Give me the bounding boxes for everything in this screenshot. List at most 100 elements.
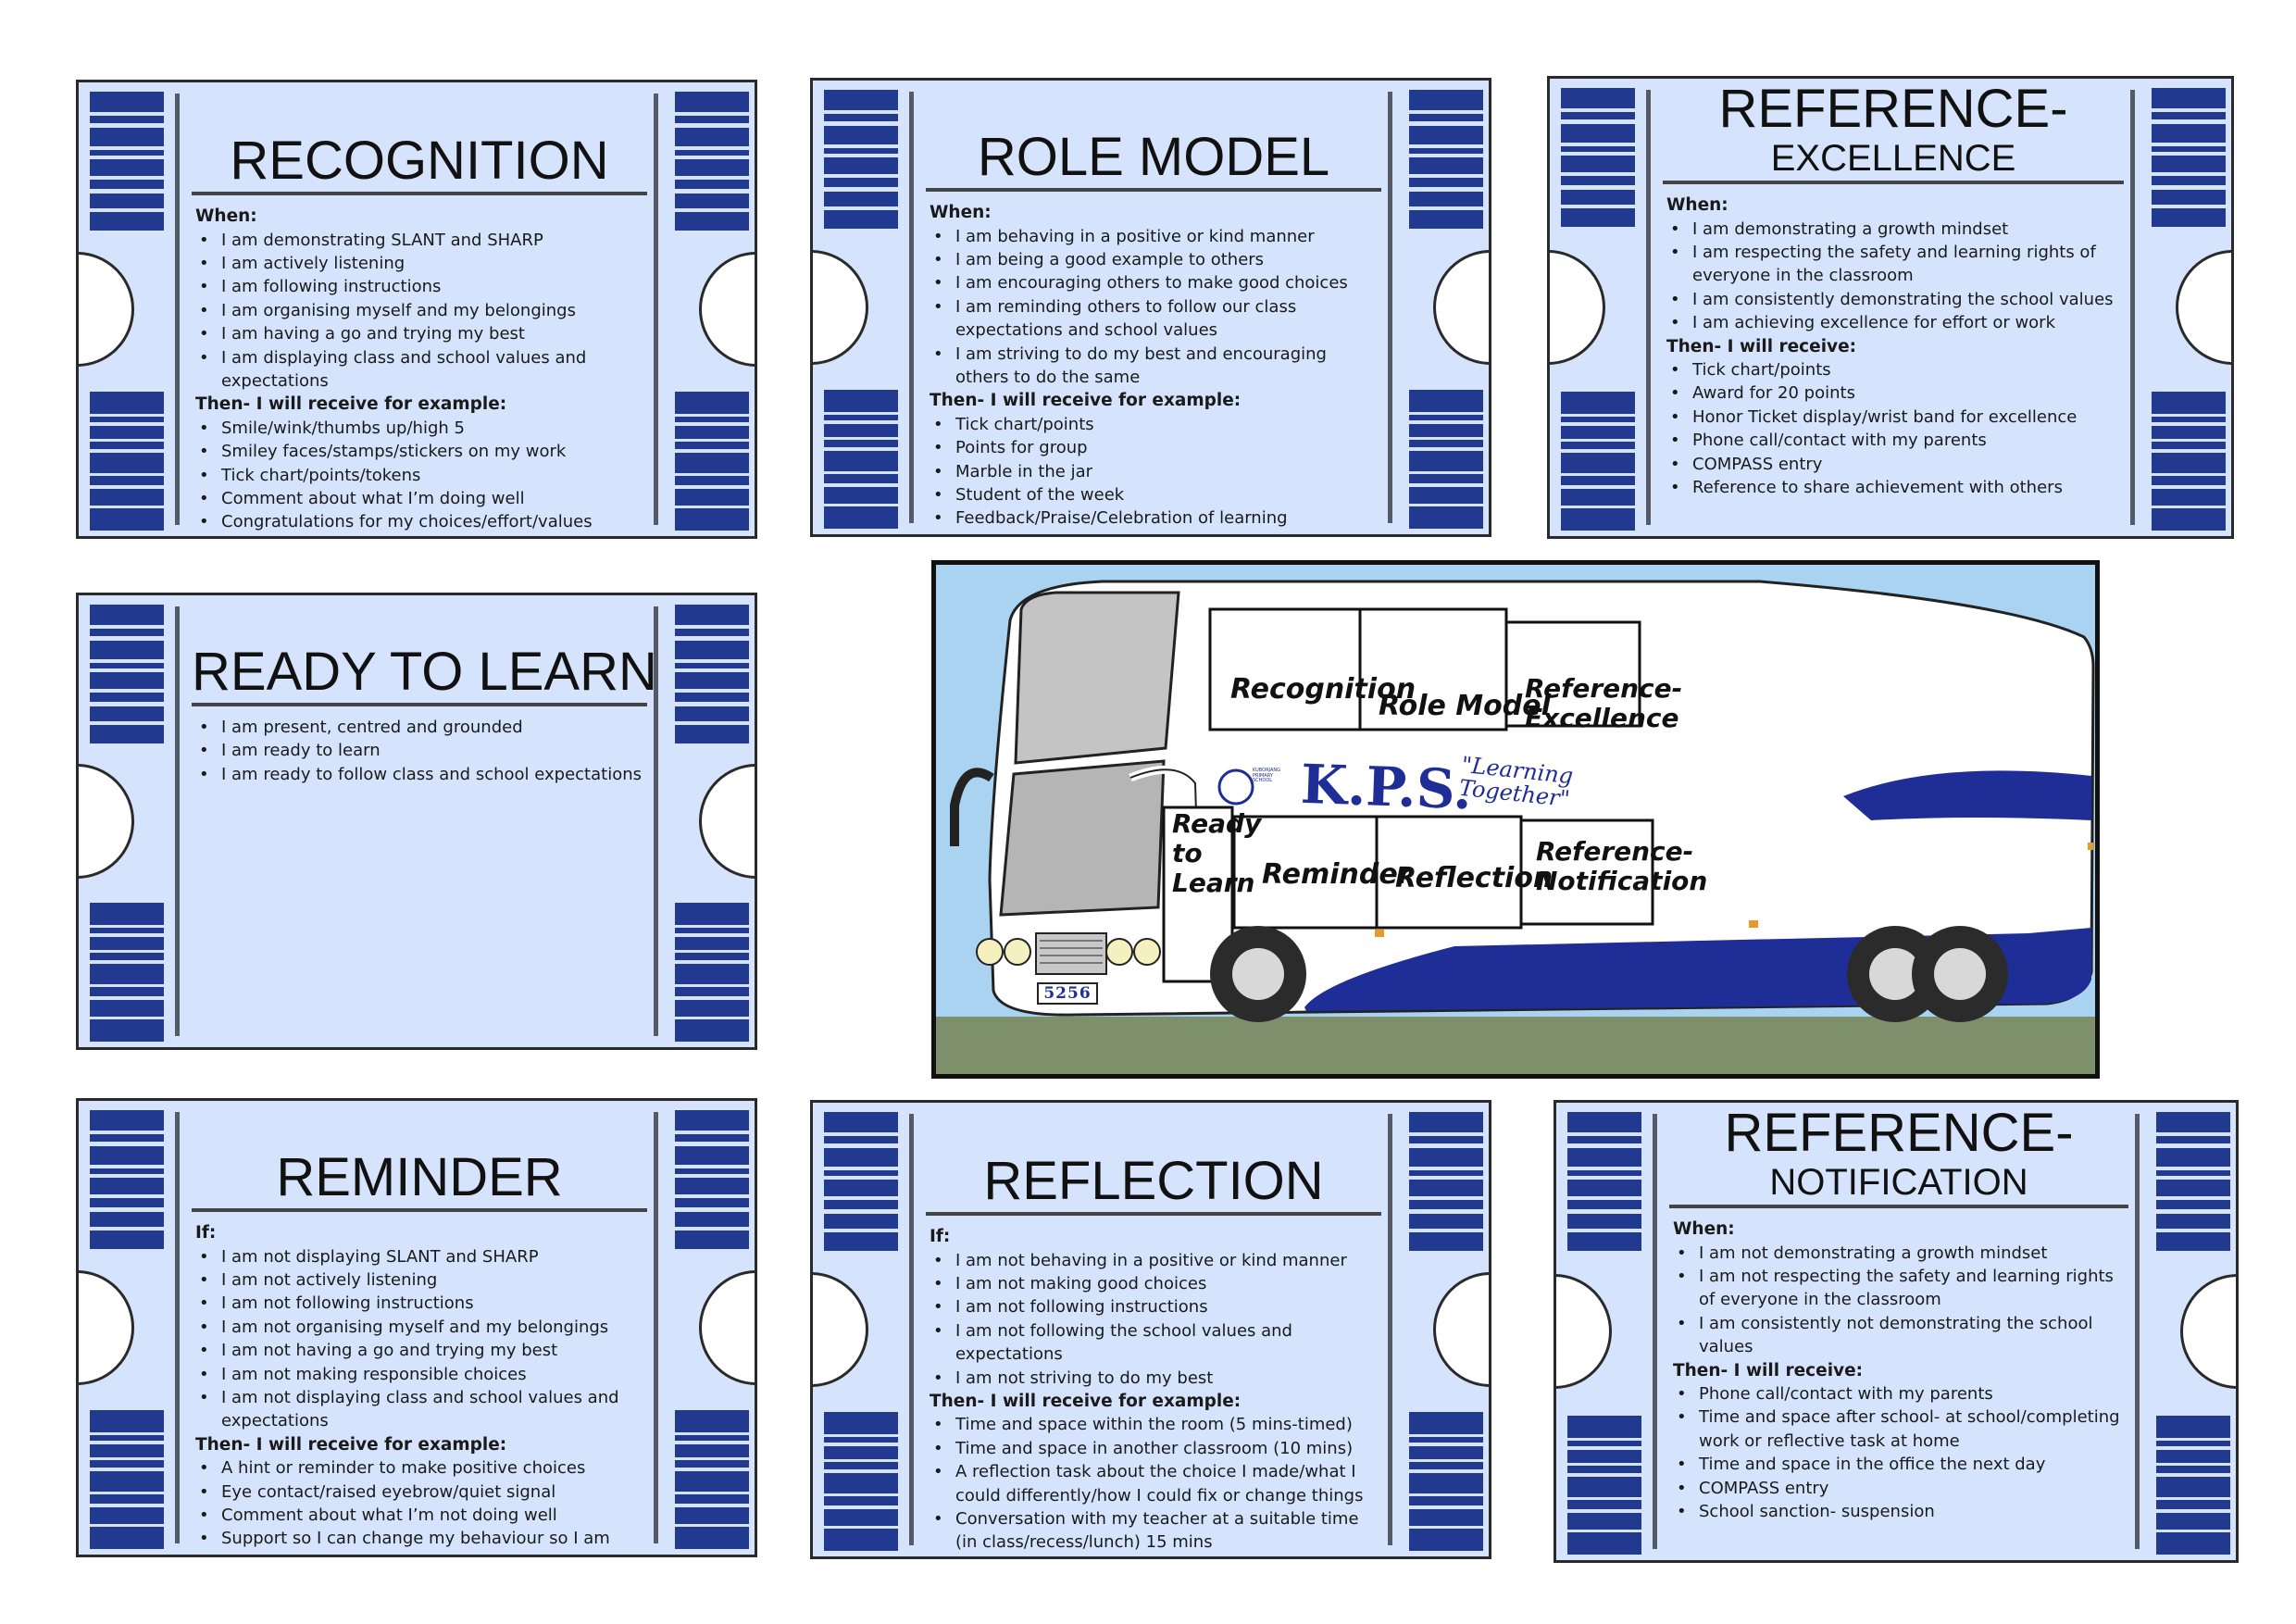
condition-item: I am ready to follow class and school ex… <box>195 763 642 787</box>
barcode-bar <box>675 903 749 925</box>
barcode-bar <box>90 1230 164 1249</box>
barcode-bar <box>2156 1180 2230 1197</box>
outcome-list: Tick chart/pointsPoints for groupMarble … <box>930 413 1376 531</box>
barcode-bar <box>1567 1449 1641 1463</box>
barcode-bar <box>2152 417 2226 423</box>
condition-item: I am achieving excellence for effort or … <box>1666 311 2118 335</box>
barcode-stripes <box>1561 88 1635 227</box>
ticket-divider-right <box>654 94 658 525</box>
barcode-bar <box>675 1443 749 1457</box>
barcode-bar <box>675 1211 749 1227</box>
ticket-title-text: READY TO LEARN <box>192 642 657 702</box>
barcode-bar <box>1409 1528 1483 1551</box>
window-reference-excellence <box>1504 620 1641 728</box>
ticket-title: REFERENCE-EXCELLENCE <box>1663 79 2124 178</box>
barcode-bar <box>824 440 898 448</box>
ticket-content: READY TO LEARN I am present, centred and … <box>192 645 657 787</box>
ticket-title-text: REMINDER <box>276 1147 563 1207</box>
barcode-bar <box>1409 506 1483 529</box>
barcode-bar <box>90 1526 164 1549</box>
barcode-bar <box>90 476 164 486</box>
condition-item: I am present, centred and grounded <box>195 716 642 740</box>
barcode-bar <box>675 1470 749 1492</box>
barcode-bar <box>2156 1449 2230 1463</box>
condition-item: I am not making responsible choices <box>195 1363 642 1387</box>
window-role-model <box>1358 607 1508 731</box>
barcode-bar <box>675 629 749 637</box>
ground <box>936 1017 2095 1074</box>
window-recognition <box>1208 607 1362 731</box>
outcome-item: Marble in the jar <box>930 460 1376 484</box>
barcode-bar <box>2152 507 2226 531</box>
barcode-bar <box>675 1410 749 1432</box>
barcode-bar <box>2152 112 2226 120</box>
barcode-bar <box>675 1494 749 1505</box>
barcode-bar <box>824 1200 898 1210</box>
barcode-bar <box>2156 1213 2230 1229</box>
outcome-item: Student of the week <box>930 483 1376 507</box>
ticket-title: READY TO LEARN <box>192 645 657 699</box>
barcode-stripes <box>1409 1112 1483 1251</box>
barcode-bar <box>90 662 164 668</box>
condition-label: When: <box>1666 195 1728 215</box>
ticket-divider-left <box>175 606 180 1036</box>
condition-item: I am not behaving in a positive or kind … <box>930 1249 1376 1273</box>
barcode-bar <box>824 1528 898 1551</box>
barcode-bar <box>675 180 749 190</box>
barcode-bar <box>1567 1416 1641 1438</box>
ticket-divider-right <box>654 606 658 1036</box>
barcode-bar <box>675 605 749 625</box>
outcome-item: Points for group <box>930 436 1376 460</box>
bus-label-role-model: Role Model <box>1379 690 1551 722</box>
barcode-bar <box>1409 1169 1483 1176</box>
barcode-bar <box>90 953 164 961</box>
barcode-bar <box>1561 442 1635 450</box>
outcome-item: COMPASS entry <box>1666 453 2118 477</box>
outcome-label: Then- I will receive for example: <box>195 1434 507 1455</box>
condition-label: If: <box>195 1223 217 1243</box>
condition-item: I am not making good choices <box>930 1272 1376 1296</box>
barcode-bar <box>1561 476 1635 486</box>
outcome-list: A hint or reminder to make positive choi… <box>195 1456 642 1555</box>
barcode-bar <box>2152 176 2226 186</box>
barcode-bar <box>675 936 749 950</box>
barcode-bar <box>675 149 749 156</box>
barcode-bar <box>90 672 164 690</box>
barcode-bar <box>90 987 164 997</box>
ticket-title-text: REFERENCE- <box>1718 79 2068 139</box>
barcode-stripes <box>824 1112 898 1251</box>
outcome-item: Time and space within the room (5 mins-t… <box>930 1413 1376 1437</box>
condition-label: When: <box>195 206 257 226</box>
barcode-bar <box>90 1506 164 1524</box>
barcode-bar <box>1567 1180 1641 1197</box>
barcode-bar <box>675 672 749 690</box>
ticket-subtitle: NOTIFICATION <box>1769 1162 2028 1203</box>
barcode-bar <box>2152 392 2226 414</box>
barcode-bar <box>90 706 164 721</box>
barcode-bar <box>824 486 898 504</box>
barcode-bar <box>675 928 749 934</box>
ticket-title-text: ROLE MODEL <box>977 127 1330 187</box>
barcode-bar <box>675 706 749 721</box>
barcode-stripes <box>1567 1416 1641 1555</box>
ticket-body: When:I am demonstrating a growth mindset… <box>1663 194 2124 500</box>
condition-list: I am not behaving in a positive or kind … <box>930 1249 1376 1391</box>
barcode-stripes <box>1561 392 1635 531</box>
school-logo-text: K.P.S. <box>1299 752 1473 822</box>
outcome-label: Then- I will receive: <box>1666 336 1857 356</box>
barcode-bar <box>90 1494 164 1505</box>
ticket-title: RECOGNITION <box>192 134 647 188</box>
window-reference-notification <box>1519 818 1654 926</box>
ticket-title: REFERENCE-NOTIFICATION <box>1669 1106 2128 1203</box>
barcode-bar <box>1567 1466 1641 1474</box>
ticket-title-underline <box>926 1212 1381 1216</box>
number-plate <box>1037 982 1098 1005</box>
barcode-bar <box>1409 1136 1483 1144</box>
barcode-bar <box>1409 1462 1483 1470</box>
condition-list: I am present, centred and grounded I am r… <box>195 716 642 787</box>
barcode-bar <box>1567 1169 1641 1176</box>
outcome-item: Feedback/Praise/Celebration of learning <box>930 506 1376 531</box>
barcode-bar <box>1567 1147 1641 1167</box>
barcode-bar <box>675 425 749 439</box>
